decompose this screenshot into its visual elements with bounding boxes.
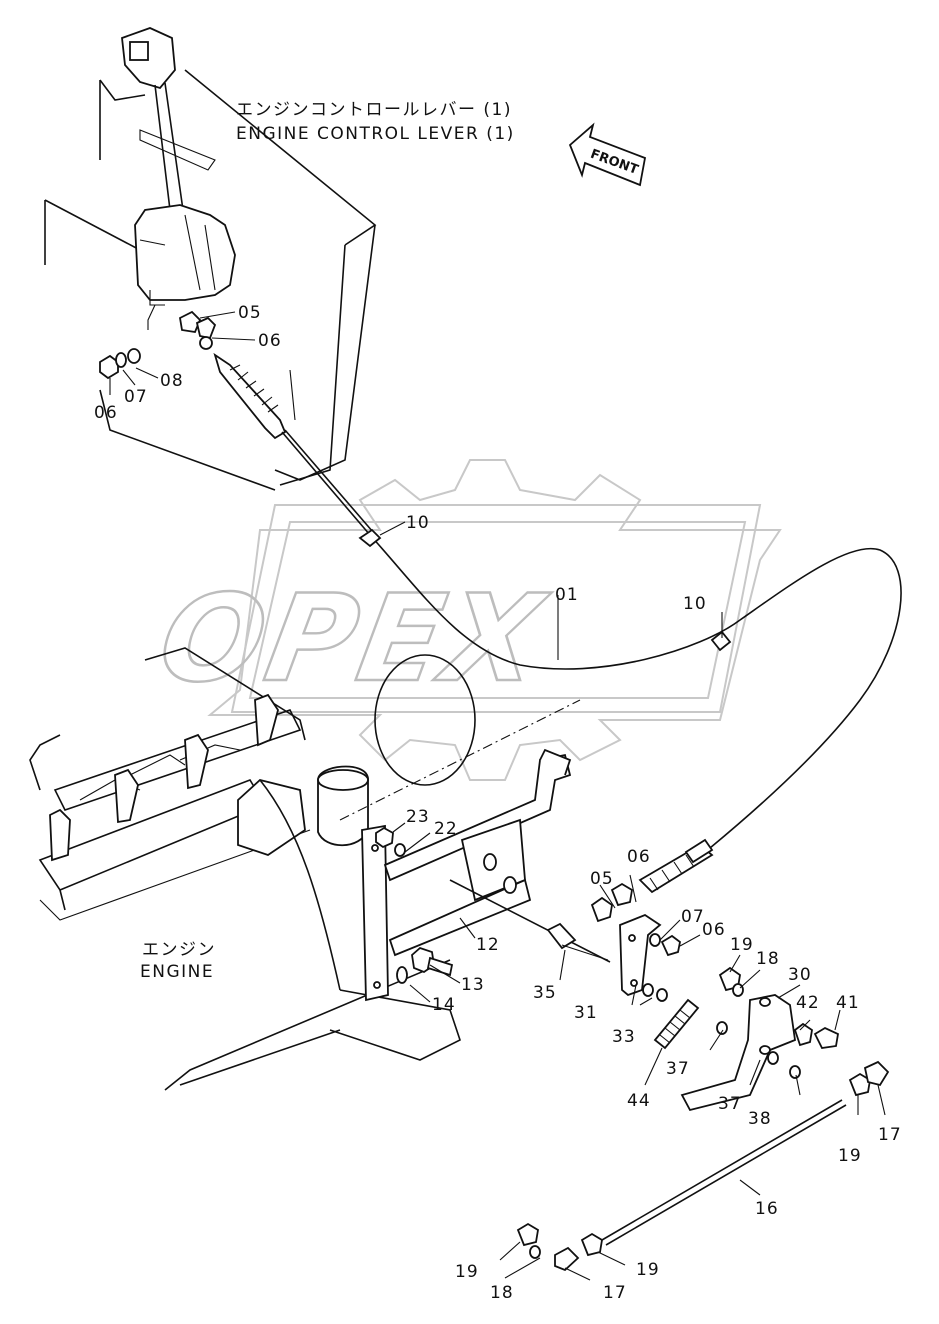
engine-title-en: ENGINE [140, 962, 214, 982]
part-label: 10 [683, 594, 707, 614]
part-label: 14 [432, 995, 456, 1015]
part-label: 44 [627, 1091, 651, 1111]
rod-35 [449, 879, 611, 963]
part-label: 08 [160, 371, 184, 391]
lever-title-en: ENGINE CONTROL LEVER (1) [236, 124, 515, 144]
watermark-text: OPEX [150, 569, 557, 709]
part-label: 18 [490, 1283, 514, 1303]
bracket-31 [590, 882, 681, 1002]
part-label: 17 [878, 1125, 902, 1145]
part-label: 19 [838, 1146, 862, 1166]
part-label: 12 [476, 935, 500, 955]
part-label: 17 [603, 1283, 627, 1303]
part-label: 18 [756, 949, 780, 969]
lever-30 [680, 966, 840, 1112]
part-label: 42 [796, 993, 820, 1013]
part-label: 19 [455, 1262, 479, 1282]
part-label: 41 [836, 993, 860, 1013]
part-label: 01 [555, 585, 579, 605]
part-label: 23 [406, 807, 430, 827]
part-label: 07 [681, 907, 705, 927]
part-label: 37 [718, 1094, 742, 1114]
watermark-logo: OPEX [149, 459, 782, 781]
part-label: 19 [730, 935, 754, 955]
part-label: 05 [238, 303, 262, 323]
part-label: 13 [461, 975, 485, 995]
nut-23 [375, 826, 406, 857]
engine-control-lever [121, 27, 236, 330]
part-label: 16 [755, 1199, 779, 1219]
part-label: 19 [636, 1260, 660, 1280]
part-label: 37 [666, 1059, 690, 1079]
part-label: 31 [574, 1003, 598, 1023]
part-label: 35 [533, 983, 557, 1003]
part-label: 38 [748, 1109, 772, 1129]
part-label: 33 [612, 1027, 636, 1047]
part-label: 06 [258, 331, 282, 351]
part-label: 06 [94, 403, 118, 423]
control-cable [213, 352, 902, 894]
part-label: 30 [788, 965, 812, 985]
lever-title-jp: エンジンコントロールレバー (1) [236, 100, 512, 120]
part-label: 22 [434, 819, 458, 839]
part-label: 10 [406, 513, 430, 533]
part-label: 07 [124, 387, 148, 407]
part-label: 06 [627, 847, 651, 867]
console-panel [44, 69, 377, 491]
part-label: 06 [702, 920, 726, 940]
lever-fasteners [99, 310, 217, 380]
front-arrow: FRONT [568, 122, 647, 187]
rod-16 [516, 1060, 890, 1272]
bracket-12 [339, 699, 581, 1002]
engine-title-jp: エンジン [142, 940, 216, 960]
part-label: 05 [590, 869, 614, 889]
bolt-13 [396, 946, 454, 984]
spring-44 [653, 998, 700, 1050]
leader-lines [109, 311, 886, 1281]
